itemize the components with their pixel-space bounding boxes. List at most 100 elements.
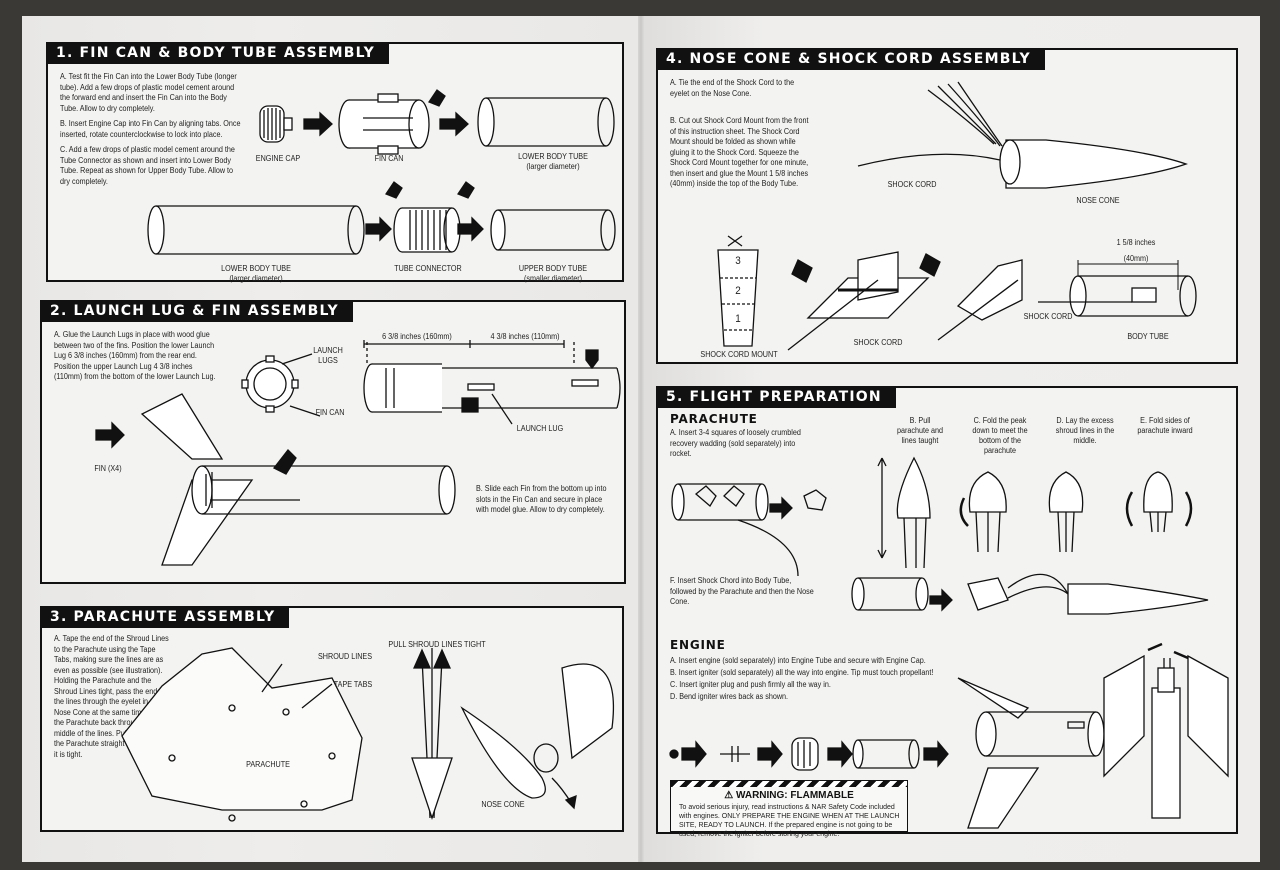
pull-shroud-lines (411, 648, 453, 821)
engine-step-a: A. Insert engine (sold separately) into … (670, 656, 926, 665)
section-parachute-assembly: 3. PARACHUTE ASSEMBLY A. Tape the end of… (40, 606, 624, 832)
launch-lugs-label-2: LUGS (318, 356, 338, 365)
warning-stripe (671, 781, 907, 787)
engine-step-d: D. Bend igniter wires back as shown. (670, 692, 789, 701)
fin-can-part (338, 89, 446, 155)
upper-body-tube-label: UPPER BODY TUBE (518, 264, 588, 273)
body-tube-with-lugs (363, 349, 621, 425)
parachute-step-d: D. Lay the excess shroud lines in the mi… (1055, 416, 1115, 445)
fin-can-assembly-illustration (147, 89, 616, 255)
shock-cord-label-3: SHOCK CORD (1023, 312, 1073, 321)
igniter-bend-view (1103, 642, 1229, 819)
body-tube-with-mount (1038, 260, 1197, 317)
step-c-fold (959, 471, 1007, 553)
dimension-160mm: 6 3/8 inches (160mm) (382, 332, 452, 341)
parachute-subheading: PARACHUTE (670, 412, 758, 426)
launch-lug-label: LAUNCH LUG (516, 424, 564, 433)
fin-can-label: FIN CAN (315, 408, 345, 417)
fin-can-top-view (241, 353, 321, 417)
mount-number-2: 2 (735, 285, 741, 297)
section-title: 1. FIN CAN & BODY TUBE ASSEMBLY (46, 42, 389, 64)
tape-tabs-label: TAPE TABS (333, 680, 373, 689)
parachute-step-c: C. Fold the peak down to meet the bottom… (972, 416, 1028, 455)
tube-connector-label: TUBE CONNECTOR (394, 264, 462, 273)
arrow-fin (95, 421, 125, 449)
flight-preparation-illustration (669, 456, 1229, 829)
larger-diameter-label: (larger diameter) (526, 162, 580, 171)
shock-cord-mount-label: SHOCK CORD MOUNT (700, 350, 778, 359)
step-c-text: C. Add a few drops of plastic model ceme… (60, 145, 235, 186)
lower-body-tube-label: LOWER BODY TUBE (518, 152, 588, 161)
lower-body-tube-part (477, 97, 615, 147)
engine-cap-part (259, 105, 293, 143)
upper-body-tube-part (490, 209, 616, 251)
arrow-4 (457, 216, 484, 242)
mount-fold-step-1 (787, 251, 930, 351)
rocket-with-fins (140, 393, 456, 566)
launch-lug-illustration (95, 340, 621, 566)
instruction-sheet: 1. FIN CAN & BODY TUBE ASSEMBLY A. Test … (22, 16, 1260, 862)
flammable-warning-box: ⚠ WARNING: FLAMMABLE To avoid serious in… (670, 780, 908, 838)
step-b-pull (877, 456, 931, 569)
step-b-text: B. Slide each Fin from the bottom up int… (476, 484, 607, 514)
mount-fold-step-2 (919, 253, 1023, 341)
parachute-flat (121, 647, 363, 822)
fin-label: FIN (X4) (94, 464, 122, 473)
engine-step-c: C. Insert igniter plug and push firmly a… (670, 680, 831, 689)
tube-connector-part (385, 181, 475, 253)
pull-shroud-lines-label: PULL SHROUD LINES TIGHT (388, 640, 486, 649)
step-a-text: A. Tie the end of the Shock Cord to the … (670, 78, 795, 98)
lower-body-tube-label-2: LOWER BODY TUBE (221, 264, 291, 273)
arrow-3 (365, 216, 392, 242)
parachute-step-f: F. Insert Shock Chord into Body Tube, fo… (670, 576, 814, 606)
section-launch-lug-fin: 2. LAUNCH LUG & FIN ASSEMBLY A. Glue the… (40, 300, 626, 584)
parachute-label: PARACHUTE (246, 760, 290, 769)
section-fin-can-body-tube: 1. FIN CAN & BODY TUBE ASSEMBLY A. Test … (46, 42, 624, 283)
dimension-label-2: (40mm) (1123, 254, 1149, 263)
warning-body: To avoid serious injury, read instructio… (679, 804, 900, 838)
engine-in-rocket (957, 677, 1105, 829)
parachute-step-a: A. Insert 3-4 squares of loosely crumble… (670, 428, 801, 458)
step-b-text: B. Cut out Shock Cord Mount from the fro… (670, 116, 809, 188)
dimension-110mm: 4 3/8 inches (110mm) (490, 332, 560, 341)
nose-cone-with-cord (857, 81, 1188, 189)
packing-rocket (851, 573, 1209, 615)
arrow-2 (439, 111, 469, 137)
nose-cone-threading (460, 663, 615, 810)
smaller-diameter-label: (smaller diameter) (523, 274, 583, 283)
launch-lugs-label-1: LAUNCH (313, 346, 343, 355)
engine-subheading: ENGINE (670, 638, 726, 652)
nose-cone-label: NOSE CONE (1076, 196, 1120, 205)
step-d-lines (1048, 471, 1084, 553)
engine-parts-row (669, 737, 949, 771)
dimension-label-1: 1 5/8 inches (1116, 238, 1156, 247)
step-b-text: B. Insert Engine Cap into Fin Can by ali… (60, 119, 241, 139)
section-title: 2. LAUNCH LUG & FIN ASSEMBLY (40, 300, 353, 322)
shroud-lines-label: SHROUD LINES (317, 652, 372, 661)
body-tube-label: BODY TUBE (1127, 332, 1169, 341)
larger-diameter-label-2: (larger diameter) (229, 274, 283, 283)
engine-step-b: B. Insert igniter (sold separately) all … (670, 668, 934, 677)
section-nose-cone-shock-cord: 4. NOSE CONE & SHOCK CORD ASSEMBLY A. Ti… (656, 48, 1238, 364)
step-e-wrap (1125, 471, 1193, 533)
parachute-step-e: E. Fold sides of parachute inward (1137, 416, 1193, 435)
engine-cap-label: ENGINE CAP (255, 154, 301, 163)
shock-cord-label-1: SHOCK CORD (887, 180, 937, 189)
section-title: 5. FLIGHT PREPARATION (656, 386, 896, 408)
mount-number-1: 1 (735, 313, 741, 325)
wadding-into-tube (671, 483, 827, 577)
lower-body-tube-long (147, 205, 365, 255)
step-a-text: A. Tape the end of the Shroud Lines to t… (54, 634, 169, 759)
dimension-lines (363, 340, 575, 366)
shock-cord-mount (717, 235, 759, 347)
warning-title: ⚠ WARNING: FLAMMABLE (724, 790, 854, 801)
shock-cord-illustration (717, 81, 1197, 351)
section-title: 4. NOSE CONE & SHOCK CORD ASSEMBLY (656, 48, 1045, 70)
step-a-text: A. Test fit the Fin Can into the Lower B… (60, 72, 237, 113)
mount-number-3: 3 (735, 255, 741, 267)
section-flight-preparation: 5. FLIGHT PREPARATION PARACHUTE A. Inser… (656, 386, 1238, 838)
shock-cord-label-2: SHOCK CORD (853, 338, 903, 347)
section-title: 3. PARACHUTE ASSEMBLY (40, 606, 290, 628)
arrow-1 (303, 111, 333, 137)
nose-cone-label: NOSE CONE (481, 800, 525, 809)
